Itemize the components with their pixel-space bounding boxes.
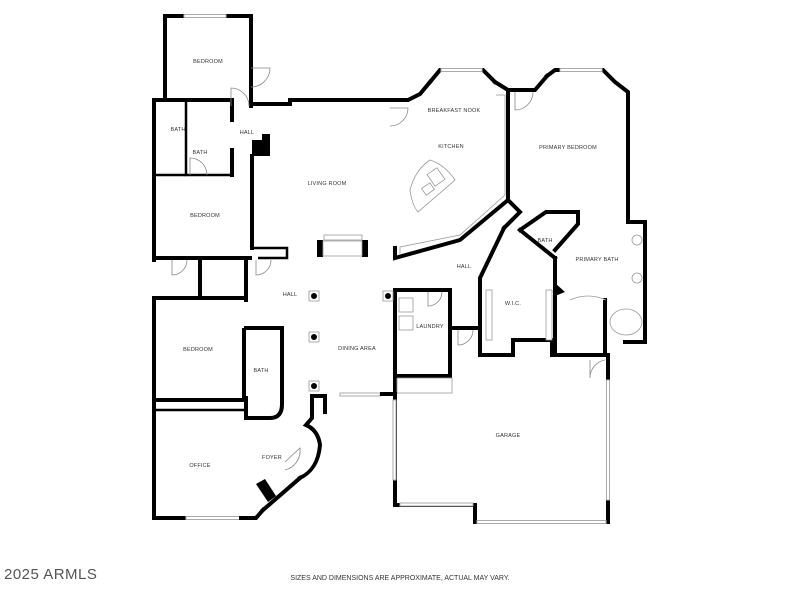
room-label-hall-left: HALL [283,292,298,298]
room-label-bath-left-1: BATH [170,127,185,133]
room-label-wic: W.I.C. [505,301,521,307]
disclaimer-text: SIZES AND DIMENSIONS ARE APPROXIMATE, AC… [290,575,510,582]
room-label-living-room: LIVING ROOM [308,181,347,187]
columns [308,290,394,392]
room-label-primary-bath: PRIMARY BATH [575,257,618,263]
room-label-bath-lower-left: BATH [253,368,268,374]
room-label-laundry: LAUNDRY [416,324,444,330]
room-label-bath-left-2: BATH [192,150,207,156]
walls-left-wing [152,14,397,520]
walls-garage [383,288,610,524]
door-swings [171,67,606,471]
room-label-hall-upper: HALL [240,130,255,136]
room-label-bath-primary-small: BATH [537,238,552,244]
copyright-text: 2025 ARMLS [4,566,98,583]
room-label-breakfast-nook: BREAKFAST NOOK [428,108,481,114]
room-label-foyer: FOYER [262,455,282,461]
room-label-hall-center: HALL [457,264,472,270]
living-fireplace [317,234,368,257]
walls-primary-suite [478,197,647,357]
room-label-dining-area: DINING AREA [338,346,376,352]
room-labels: BEDROOM BATH BATH HALL BEDROOM LIVING ROOM BRE… [170,59,618,469]
room-label-kitchen: KITCHEN [438,144,464,150]
room-label-bedroom-mid-left: BEDROOM [190,213,220,219]
room-label-garage: GARAGE [496,433,521,439]
room-label-primary-bedroom: PRIMARY BEDROOM [539,145,597,151]
room-label-bedroom-upper-left: BEDROOM [193,59,223,65]
walls-kitchen [388,68,647,261]
room-label-office: OFFICE [189,463,210,469]
room-label-bedroom-lower-left: BEDROOM [183,347,213,353]
